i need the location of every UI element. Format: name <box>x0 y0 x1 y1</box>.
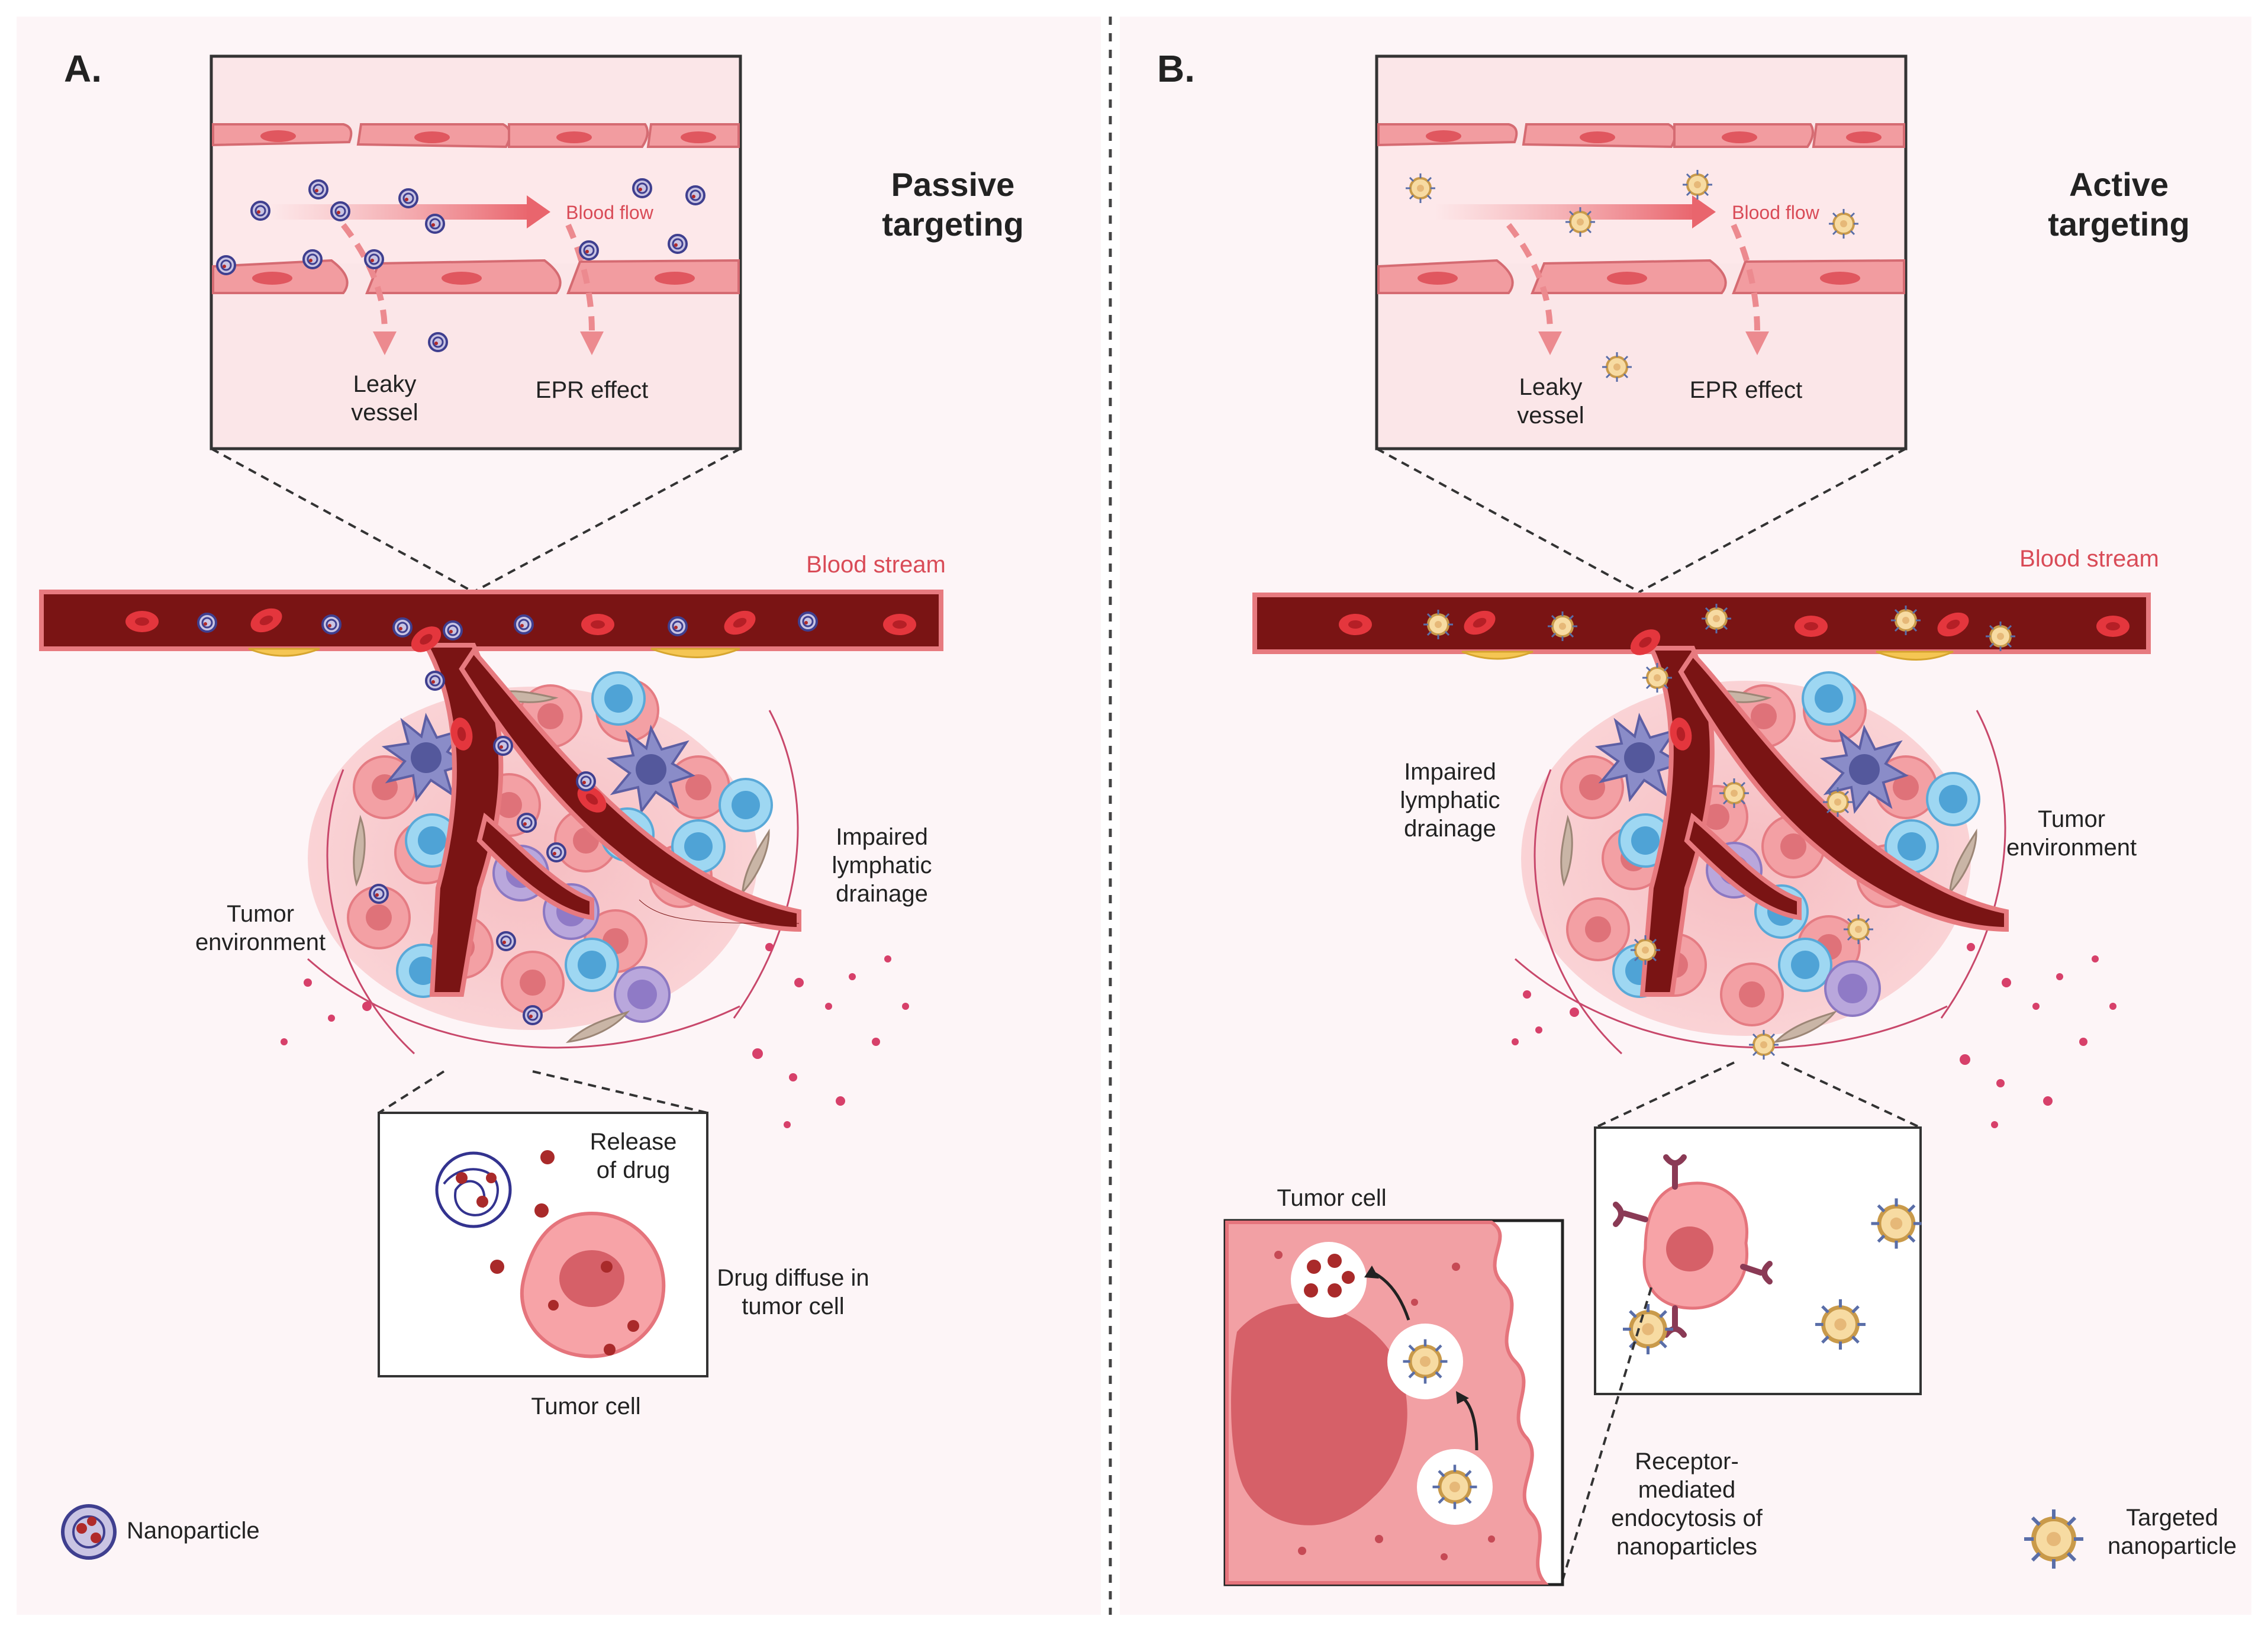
nanoparticle-icon <box>250 201 270 221</box>
nanoparticle-icon <box>330 201 350 221</box>
panel-a-blood-flow-label: Blood flow <box>566 202 653 223</box>
panel-a-tumor-environment-label: Tumor environment <box>195 901 326 955</box>
nanoparticle-icon <box>685 185 705 205</box>
panel-a-blood-stream-label: Blood stream <box>806 552 946 578</box>
nanoparticle-icon <box>668 234 688 254</box>
panel-a-impaired-drainage-label: Impaired lymphatic drainage <box>832 824 932 907</box>
panel-b-blood-vessel <box>1252 593 2151 1061</box>
panel-b-receptor-inset <box>1594 1126 1922 1395</box>
panel-b-impaired-drainage-label: Impaired lymphatic drainage <box>1400 759 1500 842</box>
panel-b-epr-label: EPR effect <box>1689 377 1803 403</box>
panel-a-inset <box>210 54 742 450</box>
nanoparticle-icon <box>579 240 599 260</box>
panel-b-endocytosis-inset <box>1223 1219 1564 1586</box>
panel-a-epr-label: EPR effect <box>535 377 649 403</box>
nanoparticle-icon <box>216 255 236 275</box>
panel-b-leaky-vessel-label: Leaky vessel <box>1517 374 1584 429</box>
panel-a-legend-label: Nanoparticle <box>127 1518 260 1544</box>
panel-a-release-of-drug-label: Release of drug <box>589 1129 677 1183</box>
panel-b-blood-stream-label: Blood stream <box>2019 546 2159 572</box>
panel-b-title: Active targeting <box>2048 166 2190 243</box>
panel-b-blood-flow-label: Blood flow <box>1732 202 1819 223</box>
nanoparticle-icon <box>308 179 328 199</box>
legend-targeted-nanoparticle-icon <box>2024 1509 2083 1569</box>
panel-b-tumor-environment-label: Tumor environment <box>2006 806 2137 861</box>
panel-a-title: Passive targeting <box>882 166 1024 243</box>
leaky-vessel-arrow <box>341 223 388 332</box>
panel-a-drug-diffuse-label: Drug diffuse in tumor cell <box>717 1265 869 1319</box>
endothelium-bottom <box>212 259 740 294</box>
panel-a-tumor-cell-label: Tumor cell <box>531 1393 641 1419</box>
panel-b-legend-label: Targeted nanoparticle <box>2108 1505 2237 1559</box>
blood-flow-arrow <box>269 204 530 220</box>
panel-b-endocytosis-label: Receptor- mediated endocytosis of nanopa… <box>1611 1448 1763 1560</box>
nanoparticle-icon <box>302 249 323 269</box>
panel-b-tumor-cell-label: Tumor cell <box>1277 1185 1387 1211</box>
panel-a-blood-vessel <box>39 590 943 1025</box>
endothelium-top <box>212 123 740 149</box>
epr-arrow <box>565 223 595 332</box>
nanoparticle-icon <box>364 249 384 269</box>
nanoparticle-icon <box>398 188 418 208</box>
legend-nanoparticle-icon <box>61 1504 117 1560</box>
panel-a-letter: A. <box>64 47 102 90</box>
nanoparticle-icon <box>425 214 445 234</box>
nanoparticle-icon <box>428 332 448 352</box>
panel-b-inset <box>1375 54 1908 450</box>
panel-a-drug-release-inset <box>378 1112 708 1377</box>
panel-a-leaky-vessel-label: Leaky vessel <box>351 371 418 426</box>
panel-b-tumor <box>1512 667 2116 1128</box>
nanoparticle-icon <box>632 178 652 198</box>
panel-b-letter: B. <box>1157 47 1195 90</box>
